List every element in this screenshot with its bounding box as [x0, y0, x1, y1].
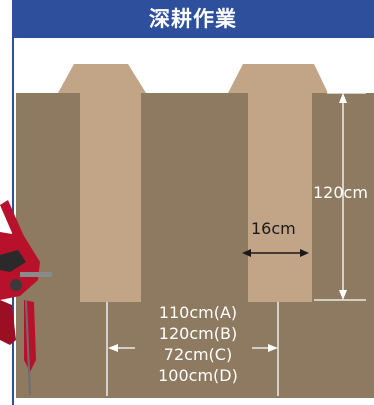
furrow-width-arrowhead-left: [242, 249, 251, 257]
furrow-right: [228, 64, 328, 302]
soil-block: [16, 93, 374, 398]
width-label-d: 100cm(D): [158, 366, 238, 385]
furrow-left: [58, 64, 146, 302]
width-label-b: 120cm(B): [158, 324, 238, 343]
width-arrowhead-left: [108, 344, 118, 352]
furrow-width-arrowhead-right: [300, 249, 309, 257]
width-dimensions: 110cm(A) 120cm(B) 72cm(C) 100cm(D): [128, 302, 268, 386]
furrow-width-label: 16cm: [251, 219, 296, 238]
depth-label: 120cm: [313, 183, 368, 202]
depth-arrowhead-bottom: [339, 290, 347, 300]
page-title: 深耕作業: [12, 0, 374, 38]
width-arrowhead-right: [268, 344, 278, 352]
depth-arrowhead-top: [339, 93, 347, 103]
tractor-implement-icon: [0, 200, 52, 396]
width-label-c: 72cm(C): [163, 345, 233, 364]
width-label-a: 110cm(A): [158, 303, 238, 322]
